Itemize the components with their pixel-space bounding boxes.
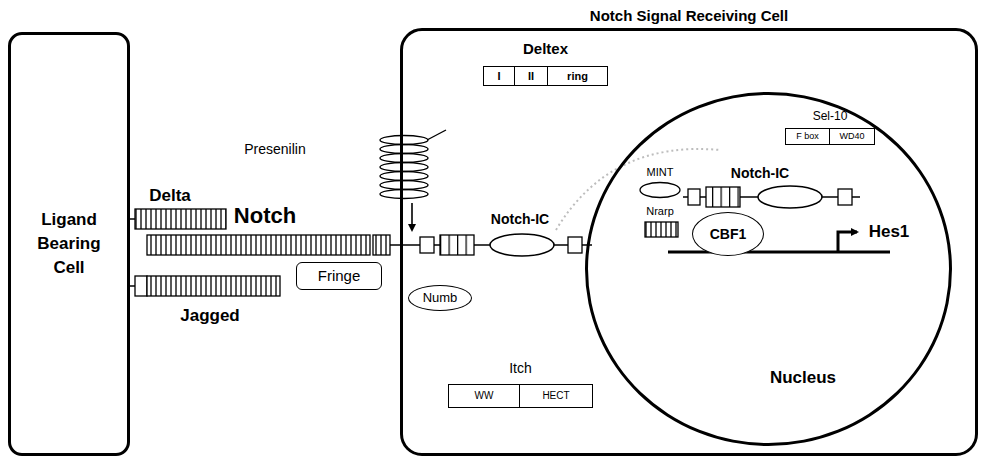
nrarp-protein xyxy=(645,222,678,237)
presenilin-coil xyxy=(380,136,428,145)
protein-name: Sel-10 xyxy=(782,110,878,124)
protein-ellipse: CBF1 xyxy=(692,212,764,256)
domain-box: I xyxy=(483,66,515,86)
cell-title: Notch Signal Receiving Cell xyxy=(403,7,975,24)
delta-stem xyxy=(130,218,135,220)
protein-label: Jagged xyxy=(180,306,240,326)
protein-label: MINT xyxy=(647,166,674,179)
domain-name: WD40 xyxy=(839,131,864,141)
delta-protein xyxy=(135,209,226,229)
presenilin-coil xyxy=(380,163,428,172)
promoter-arrow xyxy=(838,232,857,252)
presenilin-coil xyxy=(380,172,428,181)
notch-ic-domain xyxy=(838,189,852,205)
notch-ic-domain xyxy=(490,234,554,256)
protein-ellipse: Numb xyxy=(408,285,472,311)
domain-box: F box xyxy=(785,128,830,145)
notch-ic-domain xyxy=(568,237,582,253)
protein-label: Delta xyxy=(149,186,191,206)
cell-box: Ligand Bearing Cell xyxy=(8,32,130,456)
presenilin-coil xyxy=(380,154,428,163)
domain-box: WD40 xyxy=(829,128,875,145)
jagged-protein xyxy=(147,276,280,296)
protein-label: Presenilin xyxy=(244,141,305,157)
dna-line xyxy=(668,251,890,254)
domain-box: II xyxy=(514,66,548,86)
domain-name: WW xyxy=(475,390,494,402)
nucleus-name: Nucleus xyxy=(770,368,836,388)
protein-name: Fringe xyxy=(318,267,361,284)
domain-name: F box xyxy=(796,131,819,141)
notch-ic-domain xyxy=(420,237,434,253)
protein-group: DeltexIIIring xyxy=(478,40,613,88)
nucleus-outline: Nucleus Sel-10 F box WD40CBF1 xyxy=(585,92,952,446)
mint-protein xyxy=(640,183,680,198)
cell-name: Ligand Bearing Cell xyxy=(24,208,114,279)
domain-box: HECT xyxy=(519,384,593,408)
presenilin-coil xyxy=(380,145,428,154)
notch-ic-ankyrin xyxy=(706,187,740,207)
notch-ic-domain xyxy=(758,186,822,208)
notch-linker xyxy=(390,244,420,246)
protein-label: Notch-IC xyxy=(491,211,549,227)
notch-ic-ankyrin xyxy=(440,235,474,255)
domain-name: I xyxy=(497,70,500,83)
protein-label: Nrarp xyxy=(646,205,674,218)
jagged-stem xyxy=(130,285,135,287)
protein-group: ItchWW HECT xyxy=(443,360,598,410)
protein-name: Itch xyxy=(443,360,598,376)
presenilin-tail xyxy=(427,130,446,140)
cell-box: Notch Signal Receiving CellDeltexIIIring… xyxy=(400,28,978,456)
gene-label: Hes1 xyxy=(869,222,910,242)
protein-name: Deltex xyxy=(478,40,613,57)
protein-label: Notch xyxy=(234,203,296,228)
presenilin-coil xyxy=(380,190,428,199)
notch-tm-domain xyxy=(373,235,390,255)
protein-name: CBF1 xyxy=(710,226,747,242)
notch-protein xyxy=(147,235,370,255)
cleavage-arrow xyxy=(411,203,413,230)
domain-box: WW xyxy=(448,384,520,408)
protein-group: Sel-10 F box WD40 xyxy=(782,110,878,146)
domain-name: ring xyxy=(567,70,588,83)
protein-name: Numb xyxy=(423,291,458,306)
notch-ic-domain xyxy=(688,189,700,205)
protein-box: Fringe xyxy=(296,262,382,290)
domain-name: HECT xyxy=(542,390,569,402)
protein-label: Notch-IC xyxy=(731,165,789,181)
domain-name: II xyxy=(528,70,534,83)
translocation-arc xyxy=(556,149,720,230)
presenilin-coil xyxy=(380,181,428,190)
domain-box: ring xyxy=(547,66,608,86)
jagged-domain xyxy=(135,276,147,296)
